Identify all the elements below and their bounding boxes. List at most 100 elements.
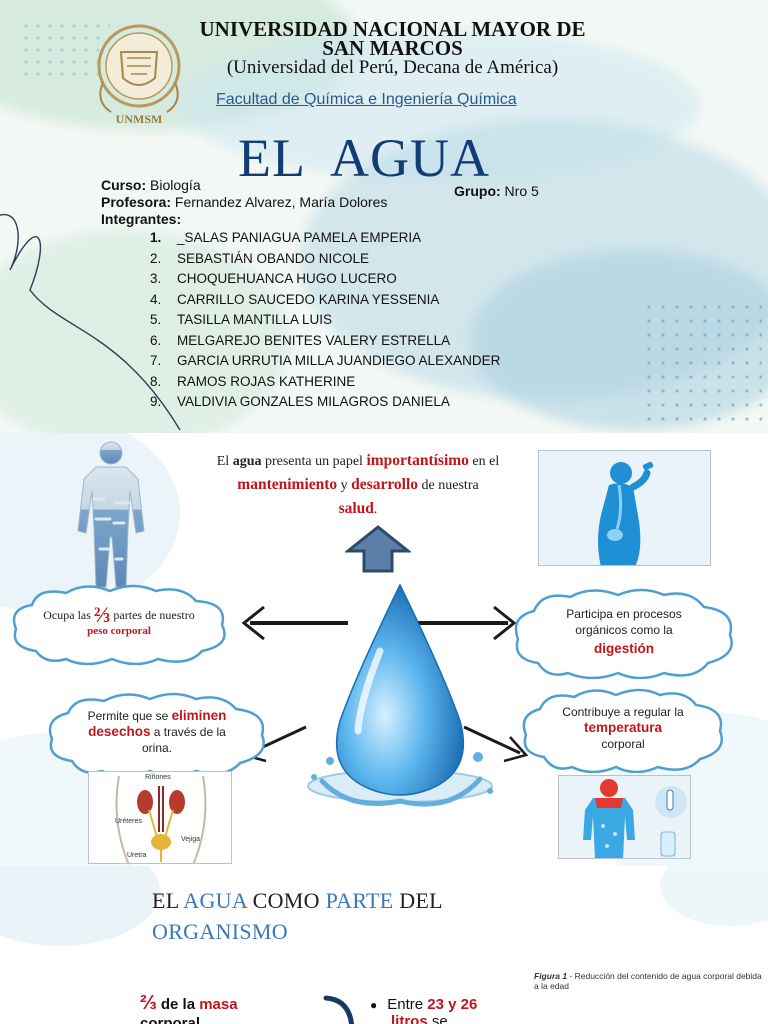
- frac-text-part: corporal: [140, 1015, 201, 1024]
- figure-caption-text: - Reducción del contenido de agua corpor…: [534, 971, 762, 991]
- watercolor-wash: [0, 230, 290, 433]
- integrantes-line: Integrantes:: [101, 211, 181, 227]
- list-item: 3.CHOQUEHUANCA HUGO LUCERO: [150, 271, 500, 292]
- member-name: GARCIA URRUTIA MILLA JUANDIEGO ALEXANDER: [177, 353, 501, 368]
- member-number: 4.: [150, 291, 162, 307]
- title-part: AGUA: [183, 888, 247, 913]
- cloud-temperature: Contribuye a regular la temperatura corp…: [516, 683, 730, 773]
- grupo-value: Nro 5: [504, 183, 539, 199]
- member-name: RAMOS ROJAS KATHERINE: [177, 373, 356, 389]
- curso-line: Curso: Biología: [101, 177, 201, 193]
- intro-text: El agua presenta un papel importantísimo…: [198, 449, 518, 521]
- fraction-two-thirds: ⅔: [93, 602, 111, 627]
- list-item: 8. RAMOS ROJAS KATHERINE: [150, 374, 500, 395]
- member-name: TASILLA MANTILLA LUIS: [177, 312, 333, 327]
- cloud-text-part: eliminen: [171, 708, 227, 723]
- bullet-text-part: litros: [391, 1013, 428, 1024]
- cloud-text: Contribuye a regular la temperatura corp…: [528, 697, 718, 759]
- cloud-text-part: a través de la: [150, 725, 226, 739]
- university-seal-icon: UNMSM: [97, 24, 181, 126]
- lower-right-arrow-icon: [463, 725, 529, 763]
- cloud-text-part: Participa en procesos: [566, 606, 682, 621]
- bladder-label: Vejiga: [181, 836, 201, 843]
- member-name: CHOQUEHUANCA HUGO LUCERO: [177, 271, 397, 286]
- cloud-text-part: Contribuye a regular la: [562, 705, 684, 719]
- member-number: 7.: [150, 353, 162, 368]
- intro-part: en el: [468, 454, 500, 469]
- cloud-text-part: orina.: [141, 741, 173, 755]
- frac-text-part: masa: [199, 996, 238, 1013]
- member-name: VALDIVIA GONZALES MILAGROS DANIELA: [177, 394, 450, 409]
- title-part: DEL: [393, 888, 443, 913]
- figure-caption: Figura 1 - Reducción del contenido de ag…: [534, 971, 768, 991]
- profesora-value: Fernandez Alvarez, María Dolores: [174, 194, 388, 210]
- seal-label: UNMSM: [116, 112, 163, 126]
- up-arrow-icon: [345, 525, 411, 573]
- member-name: _SALAS PANIAGUA PAMELA EMPERIA: [177, 230, 422, 245]
- ureters-label: Uréteres: [115, 818, 142, 825]
- integrantes-label: Integrantes:: [101, 211, 182, 227]
- drinking-woman-icon: [598, 461, 654, 565]
- cloud-text: Ocupa las ⅔ partes de nuestro peso corpo…: [16, 595, 222, 651]
- grupo-line: Grupo: Nro 5: [454, 183, 539, 199]
- right-arrow-icon: [412, 605, 517, 641]
- infographic-page: El agua presenta un papel importantísimo…: [0, 433, 768, 866]
- left-arrow-icon: [241, 605, 348, 641]
- member-number: 5.: [150, 312, 162, 327]
- cloud-text-part: corporal: [601, 737, 645, 751]
- cloud-shape: [12, 584, 226, 665]
- member-number: 8.: [150, 373, 162, 389]
- intro-part: desarrollo: [351, 476, 419, 493]
- university-subtitle: (Universidad del Perú, Decana de América…: [226, 57, 559, 78]
- urinary-system-image: Riñones Uréteres Vejiga Uretra: [88, 771, 232, 864]
- kidneys-icon: [115, 775, 207, 863]
- cloud-text-part: digestión: [594, 640, 654, 656]
- members-list: 1._SALAS PANIAGUA PAMELA EMPERIA 2.SEBAS…: [150, 230, 500, 415]
- dot-pattern: [642, 300, 762, 430]
- profesora-line: Profesora: Fernandez Alvarez, María Dolo…: [101, 194, 387, 210]
- title-part: EL: [152, 888, 184, 913]
- intro-part: .: [373, 502, 378, 517]
- intro-part: mantenimiento: [237, 476, 338, 493]
- figure-label: Figura 1: [534, 971, 568, 981]
- cloud-text-part: desechos: [88, 724, 151, 739]
- cloud-text-part: temperatura: [583, 720, 663, 735]
- cloud-text-part: Permite que se: [87, 709, 172, 723]
- bullet-text-part: se: [427, 1013, 448, 1024]
- drinking-water-image: [538, 450, 711, 566]
- list-item: 6.MELGAREJO BENITES VALERY ESTRELLA: [150, 333, 500, 354]
- body-temperature-icon: [583, 779, 687, 858]
- urethra-label: Uretra: [127, 852, 147, 859]
- bullet-text-part: Entre: [387, 996, 428, 1013]
- cloud-text-part: partes de nuestro: [110, 608, 195, 622]
- human-body-icon: [77, 441, 145, 588]
- title-part: COMO: [246, 888, 326, 913]
- watercolor-wash: [0, 866, 160, 946]
- member-name: MELGAREJO BENITES VALERY ESTRELLA: [177, 332, 451, 348]
- intro-part: presenta un papel: [261, 454, 367, 469]
- water-drop-icon: [307, 583, 493, 807]
- cloud-waste-removal: Permite que se eliminen desechos a travé…: [42, 687, 272, 777]
- list-item: 9.VALDIVIA GONZALES MILAGROS DANIELA: [150, 394, 500, 415]
- curso-value: Biología: [150, 177, 201, 193]
- cloud-text-part: orgánicos como la: [575, 622, 673, 637]
- bullet-dot-icon: ●: [370, 998, 378, 1012]
- decorative-line-icon: [0, 213, 181, 431]
- cloud-text: Participa en procesos orgánicos como la …: [522, 597, 726, 665]
- grupo-label: Grupo:: [454, 183, 501, 199]
- intro-part: salud: [338, 500, 374, 517]
- body-temperature-image: [558, 775, 691, 859]
- fraction-two-thirds: ⅔: [140, 992, 157, 1014]
- cloud-body-weight: Ocupa las ⅔ partes de nuestro peso corpo…: [6, 581, 232, 665]
- list-item: 5. TASILLA MANTILLA LUIS: [150, 312, 500, 333]
- page-title: EL AGUA: [238, 128, 490, 188]
- cloud-text: Permite que se eliminen desechos a travé…: [56, 701, 258, 763]
- watercolor-wash: [660, 866, 768, 926]
- kidneys-label: Riñones: [145, 774, 171, 781]
- member-name: CARRILLO SAUCEDO KARINA YESSENIA: [177, 291, 440, 307]
- member-number: 1.: [150, 230, 162, 245]
- title-part: ORGANISMO: [152, 919, 288, 944]
